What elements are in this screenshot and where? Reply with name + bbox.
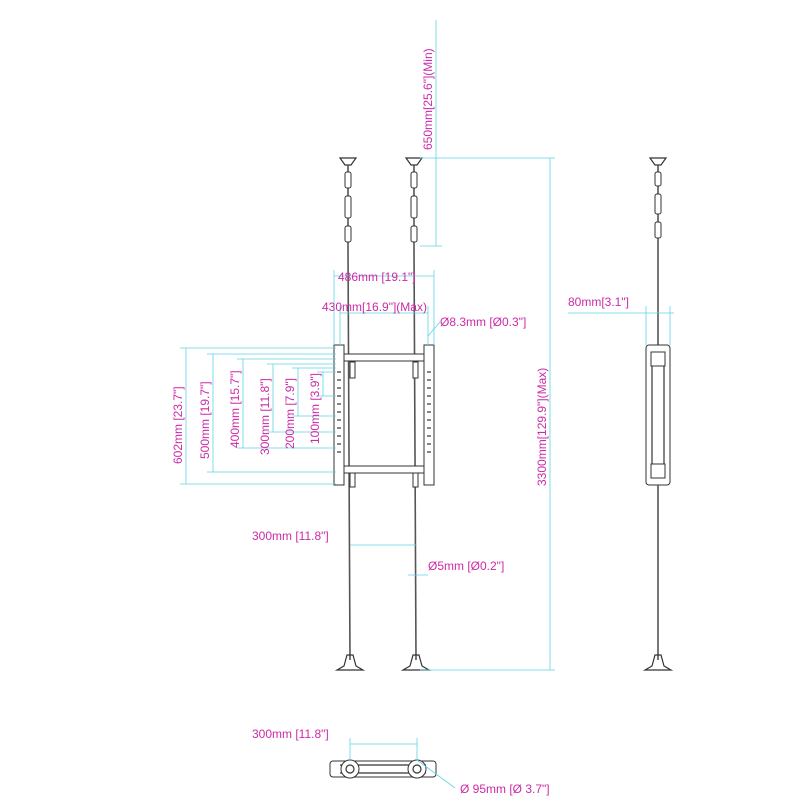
top-view (329, 759, 437, 779)
label-top-spacing: 300mm [11.8"] (252, 727, 329, 741)
label-depth: 80mm[3.1"] (568, 295, 629, 309)
label-height-100: 100mm [3.9"] (308, 373, 322, 444)
label-height-400: 400mm [15.7"] (228, 370, 242, 448)
label-height-300: 300mm [11.8"] (258, 378, 272, 455)
label-height-200: 200mm [7.9"] (283, 378, 297, 449)
front-view (333, 157, 435, 671)
turnbuckle-right (410, 165, 418, 248)
label-overall-width: 486mm [19.1"] (338, 270, 416, 284)
mount-bracket (333, 344, 435, 488)
label-pole-diameter: Ø5mm [Ø0.2"] (428, 559, 504, 573)
label-ceiling-gap: 650mm[25.6"](Min) (421, 48, 435, 150)
side-view (642, 157, 674, 671)
ceiling-plate-left (338, 157, 358, 166)
label-height-500: 500mm [19.7"] (198, 381, 212, 459)
pole-right (413, 247, 417, 661)
label-hole-diameter: Ø8.3mm [Ø0.3"] (440, 315, 526, 329)
label-max-width: 430mm[16.9"](Max) (322, 300, 427, 314)
label-pole-spacing: 300mm [11.8"] (252, 529, 329, 543)
label-base-diameter: Ø 95mm [Ø 3.7"] (460, 782, 550, 796)
dimension-lines (180, 20, 674, 789)
turnbuckle-left (344, 165, 352, 248)
pole-left (347, 247, 351, 661)
dimension-labels: 650mm[25.6"](Min) 486mm [19.1"] 430mm[16… (171, 48, 629, 796)
floor-base-left (334, 654, 366, 671)
ceiling-plate-right (404, 157, 424, 166)
label-height-602: 602mm [23.7"] (171, 386, 185, 464)
label-total-height: 3300mm[129.9"](Max) (535, 368, 549, 486)
